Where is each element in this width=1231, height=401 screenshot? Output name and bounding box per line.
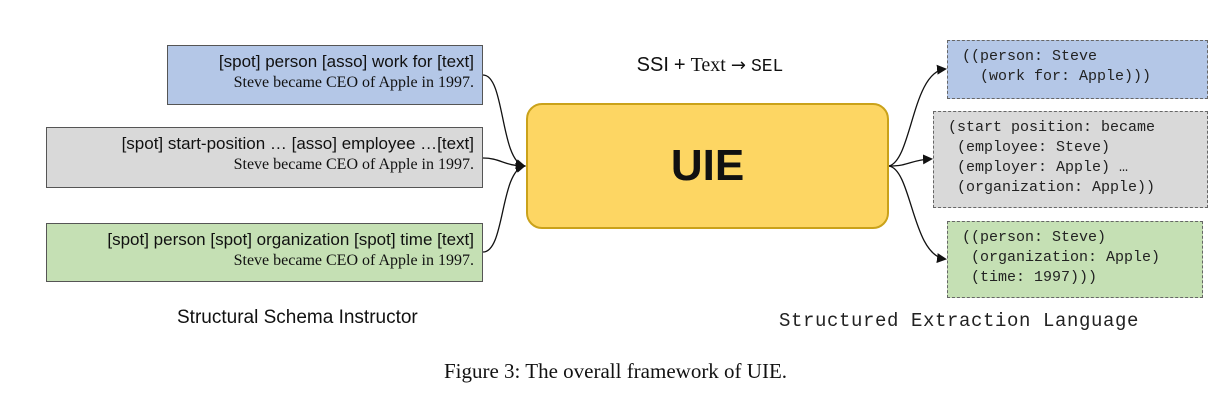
sel-line: (organization: Apple)	[962, 249, 1161, 266]
sel-line: (work for: Apple)))	[962, 68, 1152, 85]
input-sentence: Steve became CEO of Apple in 1997.	[233, 252, 474, 269]
arrow-uie-to-output-2	[888, 154, 933, 167]
schema-instruction: [spot] person [asso] work for [text]	[218, 52, 474, 71]
sel-line: ((person: Steve	[962, 48, 1098, 65]
sel-line: (start position: became	[948, 119, 1156, 136]
formula-ssi: SSI	[636, 54, 669, 76]
formula-label: SSI + Text → SEL	[560, 54, 860, 77]
formula-plus: +	[673, 54, 686, 76]
formula-arrow: →	[730, 55, 746, 76]
input-box-person-work-for: [spot] person [asso] work for [text] Ste…	[167, 45, 483, 105]
arrow-uie-to-output-1	[888, 64, 947, 167]
sel-caption: Structured Extraction Language	[779, 310, 1140, 332]
output-box-person-organization-time: ((person: Steve) (organization: Apple) (…	[947, 221, 1203, 298]
formula-sel: SEL	[750, 57, 784, 77]
input-box-start-position: [spot] start-position … [asso] employee …	[46, 127, 483, 188]
input-box-person-organization-time: [spot] person [spot] organization [spot]…	[46, 223, 483, 282]
sel-line: (time: 1997)))	[962, 269, 1098, 286]
sel-line: ((person: Steve)	[962, 229, 1107, 246]
output-box-person-work-for: ((person: Steve (work for: Apple)))	[947, 40, 1208, 99]
schema-instruction: [spot] person [spot] organization [spot]…	[107, 230, 474, 249]
figure-caption: Figure 3: The overall framework of UIE.	[443, 359, 788, 383]
arrow-input-3-to-uie	[482, 163, 526, 253]
sel-line: (employer: Apple) …	[948, 159, 1129, 176]
arrow-uie-to-output-3	[888, 165, 947, 263]
ssi-caption: Structural Schema Instructor	[177, 307, 418, 328]
output-box-start-position: (start position: became (employee: Steve…	[933, 111, 1208, 208]
input-sentence: Steve became CEO of Apple in 1997.	[233, 156, 474, 173]
schema-instruction: [spot] start-position … [asso] employee …	[121, 134, 474, 153]
arrow-input-1-to-uie	[482, 74, 526, 169]
uie-model-box: UIE	[526, 103, 889, 229]
sel-line: (employee: Steve)	[948, 139, 1111, 156]
sel-line: (organization: Apple))	[948, 179, 1156, 196]
input-sentence: Steve became CEO of Apple in 1997.	[233, 74, 474, 91]
formula-text: Text	[690, 54, 726, 76]
uie-model-label: UIE	[670, 141, 745, 190]
